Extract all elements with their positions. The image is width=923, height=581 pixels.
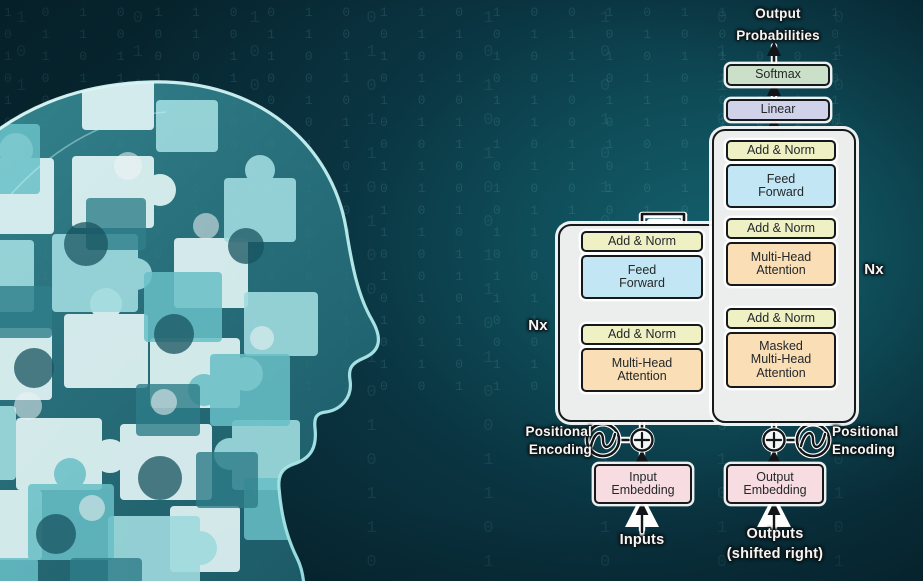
decoder-positional-encoding-icon <box>794 421 832 459</box>
encoder-multi-head-attention[interactable]: Multi-Head Attention <box>581 348 703 392</box>
linear-label: Linear <box>760 102 796 117</box>
input-embedding-box[interactable]: Input Embedding <box>594 464 692 504</box>
encoder-residual-add-symbol <box>629 427 655 453</box>
output-embedding-line2: Embedding <box>743 483 807 497</box>
decoder-feed-forward[interactable]: Feed Forward <box>726 164 836 208</box>
encoder-mha-line2: Attention <box>617 369 667 383</box>
decoder-masked-mha-line2: Multi-Head <box>750 352 812 367</box>
encoder-stack-container <box>558 224 730 422</box>
encoder-feed-forward-line1: Feed <box>627 262 657 277</box>
head-inner-highlight <box>0 111 167 209</box>
decoder-add-norm-2-label: Add & Norm <box>746 220 816 235</box>
puzzle-head-artwork <box>0 38 480 581</box>
decoder-masked-multi-head-attention[interactable]: Masked Multi-Head Attention <box>726 332 836 388</box>
encoder-feed-forward[interactable]: Feed Forward <box>581 255 703 299</box>
decoder-residual-add-symbol <box>761 427 787 453</box>
decoder-add-norm-3-label: Add & Norm <box>746 142 816 157</box>
encoder-positional-encoding-icon <box>584 421 622 459</box>
output-embedding-box[interactable]: Output Embedding <box>726 464 824 504</box>
linear-box[interactable]: Linear <box>726 99 830 121</box>
input-embedding-line1: Input <box>629 469 657 484</box>
puzzle-pieces-inside-head <box>0 81 318 581</box>
decoder-add-norm-2[interactable]: Add & Norm <box>726 218 836 239</box>
encoder-add-norm-1-label: Add & Norm <box>607 326 677 341</box>
decoder-add-norm-3[interactable]: Add & Norm <box>726 140 836 161</box>
decoder-multi-head-attention[interactable]: Multi-Head Attention <box>726 242 836 286</box>
decoder-masked-mha-line3: Attention <box>756 365 806 380</box>
output-embedding-line1: Output <box>756 469 794 484</box>
softmax-label: Softmax <box>755 67 801 82</box>
encoder-add-norm-2[interactable]: Add & Norm <box>581 231 703 252</box>
input-embedding-line2: Embedding <box>611 483 675 497</box>
softmax-box[interactable]: Softmax <box>726 64 830 86</box>
encoder-feed-forward-line2: Forward <box>619 276 665 290</box>
decoder-masked-mha-line1: Masked <box>759 338 803 353</box>
decoder-mha-line2: Attention <box>756 263 806 277</box>
head-outline <box>0 80 381 581</box>
decoder-mha-line1: Multi-Head <box>750 249 812 264</box>
decoder-feed-forward-line1: Feed <box>766 171 796 186</box>
head-silhouette-svg <box>0 80 381 581</box>
encoder-mha-line1: Multi-Head <box>611 355 673 370</box>
decoder-add-norm-1[interactable]: Add & Norm <box>726 308 836 329</box>
decoder-add-norm-1-label: Add & Norm <box>746 310 816 325</box>
decoder-feed-forward-line2: Forward <box>758 185 804 199</box>
encoder-add-norm-1[interactable]: Add & Norm <box>581 324 703 345</box>
encoder-add-norm-2-label: Add & Norm <box>607 233 677 248</box>
transformer-diagram: Add & Norm Feed Forward Add & Norm Multi… <box>498 0 923 581</box>
